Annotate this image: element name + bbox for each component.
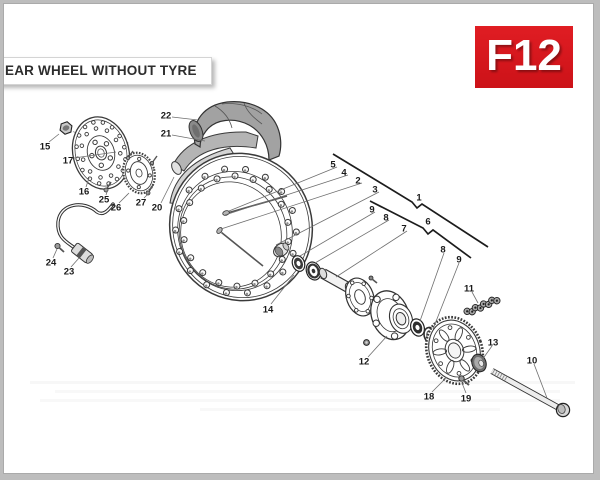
callout-17: 17: [63, 156, 74, 167]
section-title: EAR WHEEL WITHOUT TYRE: [4, 57, 212, 85]
sensor-body-part-23: [71, 242, 94, 264]
section-title-text: EAR WHEEL WITHOUT TYRE: [5, 63, 197, 78]
callout-9: 9: [456, 255, 461, 266]
callout-9: 9: [369, 205, 374, 216]
hugger-fender-part-22: [188, 101, 282, 161]
ghost-text-rows: [30, 381, 575, 411]
bolt-part-19: [458, 375, 470, 386]
bearing-part-9a: [291, 255, 306, 272]
sensor-cable: [56, 202, 115, 252]
callout-1: 1: [416, 193, 422, 204]
callout-11: 11: [464, 284, 475, 295]
fender-arm-part-21: [171, 131, 259, 175]
axle-part-10: [490, 368, 571, 418]
callout-16: 16: [79, 187, 90, 198]
figure-code-badge: F12: [475, 26, 573, 88]
nut-part-15: [59, 121, 73, 135]
chain-part-11: [463, 296, 501, 316]
bearing-part-8b: [410, 318, 425, 337]
bolt-part-12: [363, 339, 370, 346]
callout-5: 5: [330, 160, 336, 171]
callout-24: 24: [46, 258, 57, 269]
group-brackets: [332, 153, 489, 259]
callout-14: 14: [263, 305, 274, 316]
callout-12: 12: [359, 357, 370, 368]
callout-3: 3: [372, 185, 377, 196]
hub-body: [370, 290, 414, 341]
callout-10: 10: [527, 356, 538, 367]
callout-8: 8: [383, 213, 388, 224]
callout-4: 4: [341, 168, 347, 179]
brake-disc-group: [59, 116, 137, 190]
screw-part-27: [145, 184, 154, 196]
callout-19: 19: [461, 394, 472, 405]
sensor-ring-group: [103, 150, 158, 196]
bolt-part-24: [54, 242, 65, 253]
callout-7: 7: [401, 224, 406, 235]
callout-8: 8: [440, 245, 445, 256]
callout-6: 6: [425, 217, 430, 228]
bearing-part-8a: [305, 261, 322, 281]
catalog-page: EAR WHEEL WITHOUT TYRE F12: [4, 4, 593, 473]
callout-26: 26: [111, 203, 122, 214]
sprocket-part-18: [424, 315, 485, 386]
callout-27: 27: [136, 198, 147, 209]
callout-21: 21: [161, 129, 172, 140]
screw-small-a: [125, 150, 134, 161]
speed-sensor-group: [54, 202, 115, 264]
callout-13: 13: [488, 338, 499, 349]
screw-small-b: [149, 155, 158, 166]
callout-15: 15: [40, 142, 51, 153]
carrier-flange: [345, 277, 375, 317]
final-drive-group: [424, 315, 571, 418]
spoke-holes: [172, 165, 300, 297]
hub-assembly: [291, 255, 438, 346]
spoke-nipple-parts: [216, 195, 290, 267]
callout-25: 25: [99, 195, 110, 206]
toothed-ring-part-26: [122, 151, 156, 195]
callout-23: 23: [64, 267, 75, 278]
wheel-rim-part-14: [168, 152, 314, 302]
callout-18: 18: [424, 392, 435, 403]
stud-small: [368, 275, 378, 284]
callout-2: 2: [355, 176, 360, 187]
callout-22: 22: [161, 111, 172, 122]
callout-20: 20: [152, 203, 163, 214]
